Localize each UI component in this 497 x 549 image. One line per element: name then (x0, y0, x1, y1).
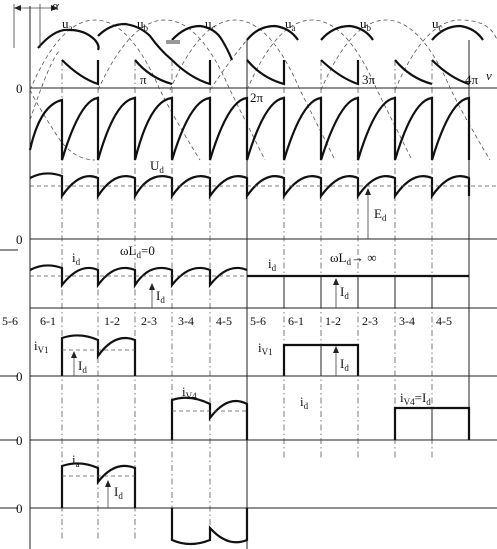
iv1-label-right: iV1 (258, 340, 273, 357)
load-current-discontinuous (29, 264, 248, 289)
svg-text:3π: 3π (362, 72, 376, 87)
horizontal-axes (30, 87, 497, 509)
alpha-marker (13, 4, 58, 48)
rectified-envelope (28, 96, 471, 161)
id-arrow-panel6 (105, 480, 111, 508)
load-current-continuous (247, 274, 470, 308)
id-label-p5: id (300, 394, 309, 411)
svg-text:4-5: 4-5 (216, 314, 232, 328)
svg-text:2-3: 2-3 (141, 314, 157, 328)
svg-text:5-6: 5-6 (2, 314, 18, 328)
svg-text:uc: uc (205, 16, 216, 33)
svg-text:π: π (140, 72, 147, 87)
svg-text:3-4: 3-4 (178, 314, 194, 328)
svg-text:ub: ub (137, 16, 149, 33)
commutation-lines (61, 60, 433, 540)
wl-inf-label: ωLd→ ∞ (330, 250, 377, 267)
commutation-segments: 5-6 6-1 1-2 2-3 3-4 4-5 5-6 6-1 1-2 2-3 … (2, 314, 452, 328)
id-label-left: id (72, 250, 81, 267)
scan-artifact (166, 40, 180, 44)
iv1-current-left (60, 334, 137, 376)
output-voltage-curve (29, 172, 471, 201)
id-arrows-panel4 (71, 346, 339, 376)
ia-current-negative (170, 508, 249, 546)
svg-text:2-3: 2-3 (362, 314, 378, 328)
id-label-right: id (268, 256, 277, 273)
svg-text:ua: ua (285, 16, 296, 33)
svg-text:5-6: 5-6 (250, 314, 266, 328)
ia-current-positive (60, 462, 137, 508)
zero-label-p2: 0 (16, 232, 23, 247)
svg-text:4π: 4π (465, 72, 479, 87)
phase-labels: ua ub uc ua ub uc (62, 16, 443, 33)
svg-text:6-1: 6-1 (40, 314, 56, 328)
iv4-label-right: iV4=Id (400, 390, 431, 407)
zero-label-p6: 0 (16, 501, 23, 516)
svg-text:uc: uc (432, 16, 443, 33)
ed-label: Ed (374, 206, 387, 223)
zero-label-p1: 0 (16, 81, 23, 96)
svg-text:2π: 2π (250, 90, 264, 105)
svg-text:3-4: 3-4 (399, 314, 415, 328)
svg-text:1-2: 1-2 (325, 314, 341, 328)
axis-var-label: ν (486, 68, 492, 83)
left-tick-marks (0, 249, 18, 509)
svg-text:4-5: 4-5 (436, 314, 452, 328)
Id-label-p3-left: Id (156, 288, 165, 305)
iv1-current-right (282, 343, 360, 376)
svg-text:6-1: 6-1 (288, 314, 304, 328)
ia-label: ia (72, 452, 80, 469)
Id-label-p4-right: Id (340, 356, 349, 373)
ed-arrow (365, 188, 371, 239)
Id-label-p3-right: Id (340, 284, 349, 301)
Id-label-p4-left: Id (78, 358, 87, 375)
iv1-label-left: iV1 (34, 338, 49, 355)
ud-label: Ud (150, 158, 164, 175)
iv4-label-left: iV4 (182, 384, 197, 401)
iv4-current-right (393, 406, 471, 440)
zero-label-p4: 0 (16, 369, 23, 384)
phase-voltage-dashed (29, 19, 497, 161)
svg-text:ua: ua (62, 16, 73, 33)
iv4-current-left (170, 396, 249, 440)
id-arrows-panel3 (149, 278, 339, 308)
zero-label-p5: 0 (16, 433, 23, 448)
Id-label-p6: Id (114, 484, 123, 501)
svg-text:1-2: 1-2 (104, 314, 120, 328)
svg-text:ub: ub (360, 16, 372, 33)
wl-zero-label: ωLd=0 (120, 243, 155, 260)
phase-voltage-envelope (37, 22, 484, 86)
alpha-label: α (52, 0, 60, 13)
angle-tick-labels: π 2π 3π 4π (140, 72, 479, 105)
